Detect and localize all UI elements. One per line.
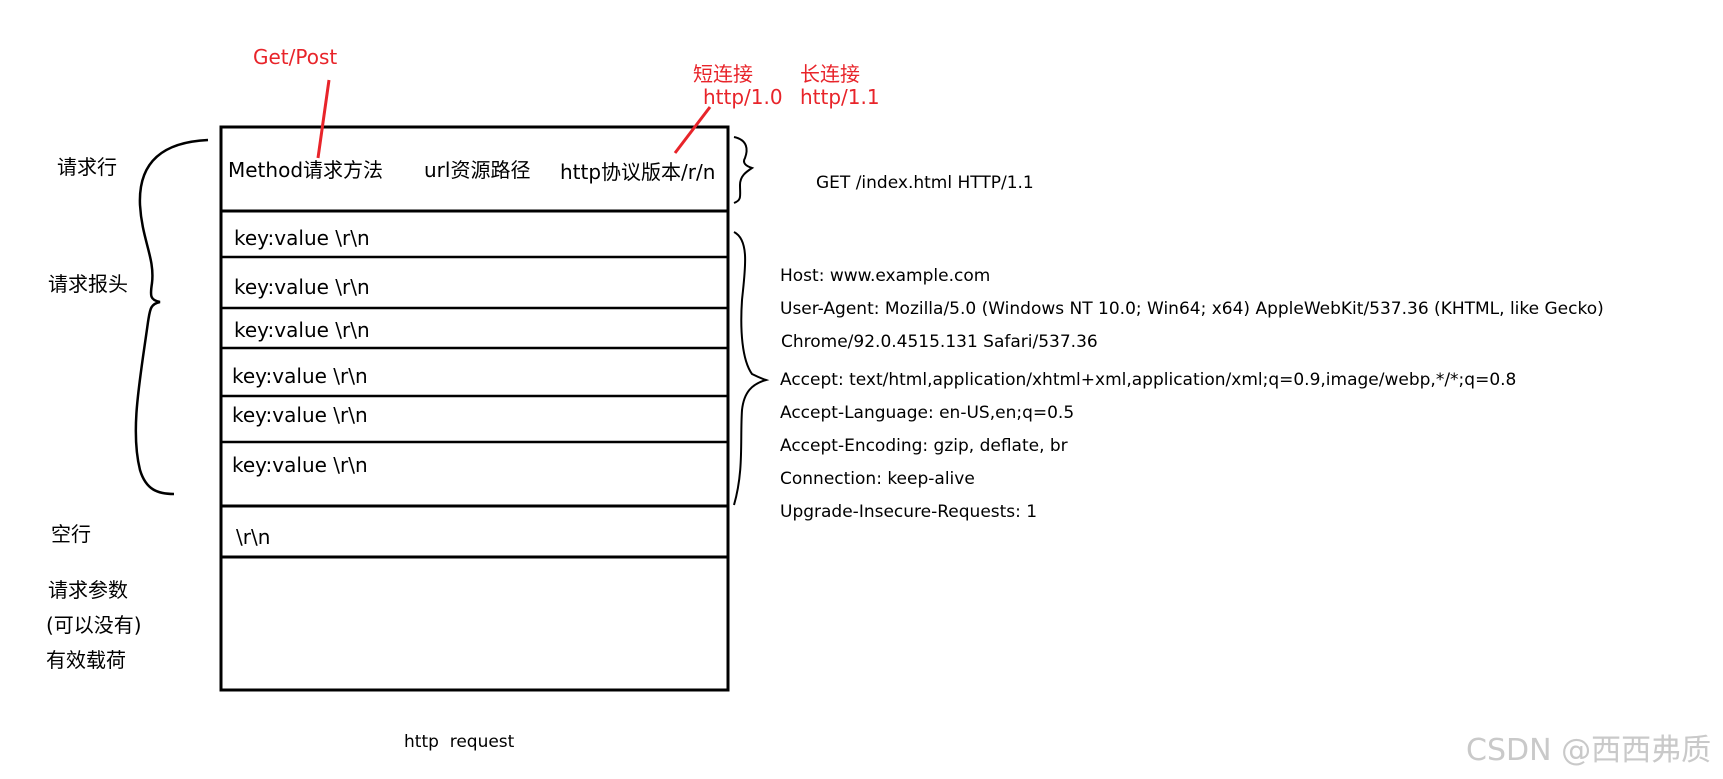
request-headers-label: 请求报头 <box>48 272 128 296</box>
header-row-3: key:value \r\n <box>234 318 370 342</box>
example-header-connection: Connection: keep-alive <box>780 469 975 489</box>
method-pointer-line <box>316 79 331 159</box>
diagram-caption: http request <box>404 732 515 752</box>
long-connection-annotation: 长连接 <box>800 62 860 86</box>
blank-line-label: 空行 <box>51 522 91 546</box>
request-line-version: http协议版本/r/n <box>560 160 716 184</box>
example-header-host: Host: www.example.com <box>780 266 991 286</box>
example-header-user-agent: User-Agent: Mozilla/5.0 (Windows NT 10.0… <box>780 299 1604 319</box>
header-row-5: key:value \r\n <box>232 403 368 427</box>
request-line-label: 请求行 <box>57 155 117 179</box>
right-brace-headers <box>733 231 770 506</box>
blank-row: \r\n <box>236 525 271 549</box>
example-header-accept: Accept: text/html,application/xhtml+xml,… <box>780 370 1517 390</box>
request-body-label-line2: (可以没有) <box>46 613 142 637</box>
short-connection-annotation: 短连接 <box>693 62 753 86</box>
example-header-user-agent-cont: Chrome/92.0.4515.131 Safari/537.36 <box>781 332 1098 352</box>
request-box <box>219 125 730 692</box>
header-row-6: key:value \r\n <box>232 453 368 477</box>
version-pointer-line <box>673 106 712 154</box>
request-line-method: Method请求方法 <box>228 158 384 182</box>
http-1-1-annotation: http/1.1 <box>800 85 880 109</box>
request-body-label-line1: 请求参数 <box>48 578 128 602</box>
method-values-annotation: Get/Post <box>253 45 338 69</box>
http-1-0-annotation: http/1.0 <box>703 85 783 109</box>
example-header-accept-language: Accept-Language: en-US,en;q=0.5 <box>780 403 1075 423</box>
header-row-4: key:value \r\n <box>232 364 368 388</box>
request-line-url: url资源路径 <box>424 158 531 182</box>
right-brace-request-line <box>733 136 755 204</box>
example-request-line: GET /index.html HTTP/1.1 <box>816 173 1034 193</box>
watermark: CSDN @西西弗质 <box>1466 733 1712 768</box>
header-row-2: key:value \r\n <box>234 275 370 299</box>
example-header-accept-encoding: Accept-Encoding: gzip, deflate, br <box>780 436 1068 456</box>
example-header-upgrade: Upgrade-Insecure-Requests: 1 <box>780 502 1038 522</box>
header-row-1: key:value \r\n <box>234 226 370 250</box>
left-brace <box>134 138 209 496</box>
request-body-label-line3: 有效载荷 <box>46 648 126 672</box>
